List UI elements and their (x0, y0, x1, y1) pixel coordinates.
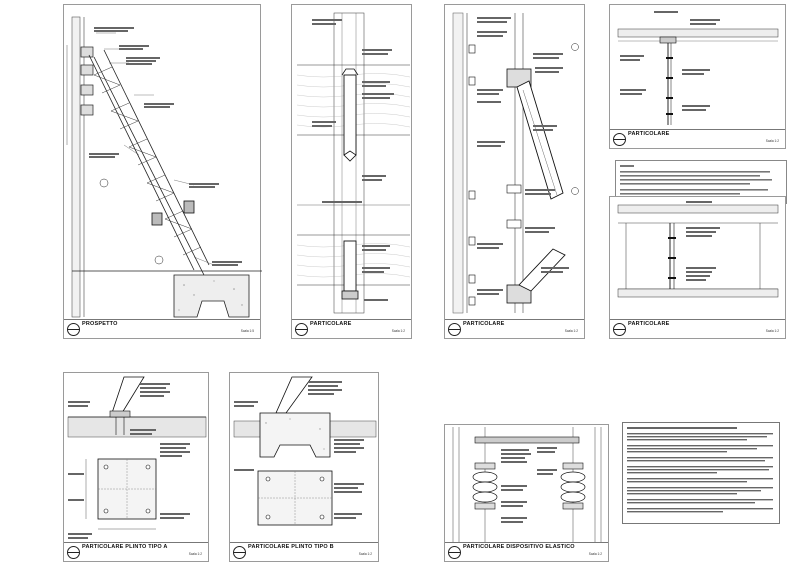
panel-particolare-1: PARTICOLARE Scala 1:2 (291, 4, 412, 339)
general-notes (622, 422, 780, 524)
detail-marker-icon (613, 133, 626, 146)
title-block: PARTICOLARE Scala 1:2 (445, 319, 584, 338)
panel-scale: Scala 1:2 (765, 139, 779, 143)
panel-title: PARTICOLARE (310, 321, 352, 327)
panel-title: PARTICOLARE (628, 321, 670, 327)
particolare-1-drawing (296, 12, 411, 314)
panel-plinto-b: PARTICOLARE PLINTO TIPO B Scala 1:2 (229, 372, 379, 562)
detail-marker-icon (67, 323, 80, 336)
panel-title: PARTICOLARE PLINTO TIPO B (248, 544, 334, 550)
panel-scale: Scala 1:2 (188, 552, 202, 556)
panel-plinto-a: PARTICOLARE PLINTO TIPO A Scala 1:2 (63, 372, 209, 562)
title-block: PARTICOLARE Scala 1:2 (292, 319, 411, 338)
panel-scale: Scala 1:2 (588, 552, 602, 556)
title-block: PARTICOLARE PLINTO TIPO A Scala 1:2 (64, 542, 208, 561)
particolare-3-drawing (617, 11, 779, 125)
panel-scale: Scala 1:2 (358, 552, 372, 556)
title-block: PARTICOLARE Scala 1:2 (610, 319, 785, 338)
panel-scale: Scala 1:5 (240, 329, 254, 333)
detail-marker-icon (448, 546, 461, 559)
detail-marker-icon (67, 546, 80, 559)
dispositivo-drawing (452, 427, 602, 543)
panel-prospetto: PROSPETTO Scala 1:5 (63, 4, 262, 339)
particolare-4-drawing (617, 201, 779, 298)
detail-marker-icon (295, 323, 308, 336)
detail-marker-icon (233, 546, 246, 559)
panel-title: PARTICOLARE (628, 131, 670, 137)
panel-particolare-4: PARTICOLARE Scala 1:2 (609, 196, 786, 339)
panel-particolare-3: PARTICOLARE Scala 1:2 (609, 4, 786, 149)
panel-title: PROSPETTO (82, 321, 118, 327)
detail-marker-icon (613, 323, 626, 336)
prospetto-drawing (66, 16, 262, 318)
detail-marker-icon (448, 323, 461, 336)
plinto-b-drawing (233, 376, 377, 526)
panel-particolare-2: PARTICOLARE Scala 1:2 (444, 4, 585, 339)
panel-title: PARTICOLARE PLINTO TIPO A (82, 544, 168, 550)
title-block: PARTICOLARE PLINTO TIPO B Scala 1:2 (230, 542, 378, 561)
title-block: PARTICOLARE DISPOSITIVO ELASTICO Scala 1… (445, 542, 608, 561)
panel-scale: Scala 1:2 (564, 329, 578, 333)
panel-scale: Scala 1:2 (765, 329, 779, 333)
plinto-a-drawing (67, 376, 207, 539)
title-block: PARTICOLARE Scala 1:2 (610, 129, 785, 148)
panel-title: PARTICOLARE DISPOSITIVO ELASTICO (463, 544, 575, 550)
title-block: PROSPETTO Scala 1:5 (64, 319, 260, 338)
particolare-2-drawing (452, 12, 579, 314)
panel-dispositivo-elastico: PARTICOLARE DISPOSITIVO ELASTICO Scala 1… (444, 424, 609, 562)
panel-title: PARTICOLARE (463, 321, 505, 327)
panel-scale: Scala 1:2 (391, 329, 405, 333)
